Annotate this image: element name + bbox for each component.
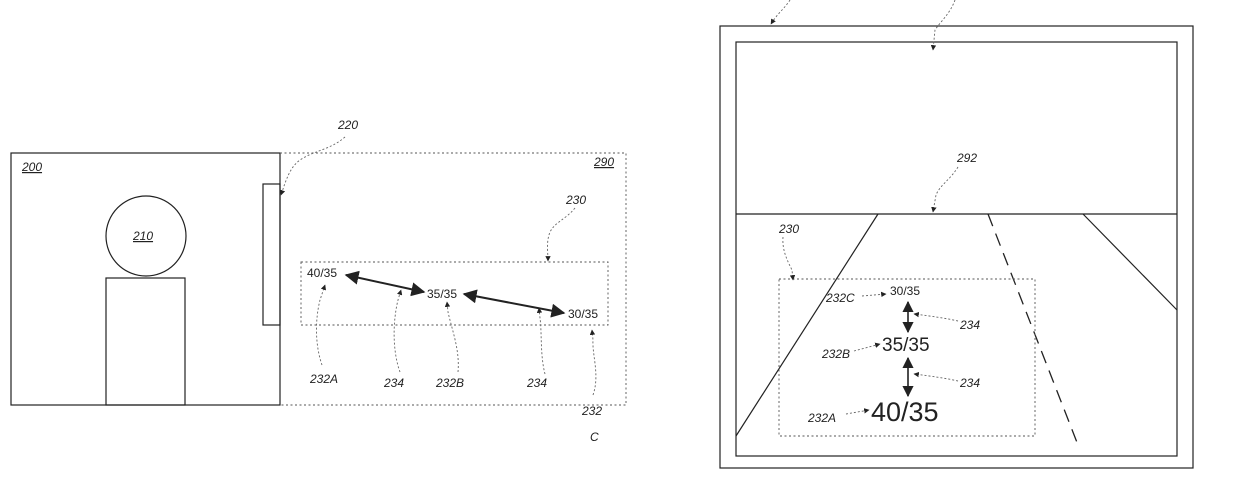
- label-connector-upper: 234: [959, 318, 980, 332]
- label-vehicle: 200: [21, 160, 42, 174]
- road-edge-left: [735, 213, 879, 437]
- driver-body: [105, 277, 186, 406]
- driver-head: [105, 195, 187, 277]
- leader-234-lower: [913, 371, 959, 382]
- leader-232c-right: [861, 291, 887, 298]
- label-item-c-line2: C: [590, 430, 599, 444]
- windshield: [262, 183, 281, 326]
- label-connector-2: 234: [526, 376, 547, 390]
- label-item-a-right: 232A: [807, 411, 836, 425]
- leader-230-right: [782, 236, 796, 281]
- label-item-a: 232A: [309, 372, 338, 386]
- value-c-right: 30/35: [890, 284, 920, 298]
- label-item-c-right: 232C: [825, 291, 855, 305]
- leader-232b-right: [853, 342, 881, 352]
- lane-divider: [987, 213, 1079, 446]
- leader-top-left: [770, 0, 791, 25]
- value-b: 35/35: [427, 287, 457, 301]
- leader-232a-right: [845, 408, 870, 415]
- value-a-right: 40/35: [871, 397, 939, 427]
- right-figure: 292 230 232C 30/35 234 232B 35/35 234 23…: [719, 0, 1194, 469]
- label-connector-lower: 234: [959, 376, 980, 390]
- label-driver: 210: [132, 229, 153, 243]
- left-figure: 200 210 220 290 230 40/35 35/35 30/35 23…: [10, 118, 627, 444]
- leader-234-upper: [913, 311, 959, 322]
- label-item-b: 232B: [435, 376, 464, 390]
- vehicle-box: [10, 152, 281, 406]
- connector-arrow-2: [462, 289, 566, 318]
- view-area: [735, 41, 1178, 457]
- leader-230: [545, 207, 576, 262]
- label-connector-1: 234: [383, 376, 404, 390]
- hud-region-right: [778, 278, 1036, 437]
- connector-arrow-1: [344, 270, 426, 297]
- outside-region: [280, 152, 627, 406]
- leader-top-mid: [930, 0, 956, 51]
- leader-220: [279, 136, 346, 196]
- hud-region: [300, 261, 609, 326]
- value-c: 30/35: [568, 307, 598, 321]
- label-outside: 290: [593, 155, 614, 169]
- leader-292: [931, 166, 959, 213]
- leader-232b: [444, 301, 459, 373]
- value-b-right: 35/35: [882, 335, 930, 356]
- label-horizon: 292: [956, 151, 977, 165]
- label-hud-region: 230: [565, 193, 586, 207]
- road-edge-right: [1082, 213, 1178, 311]
- label-item-b-right: 232B: [821, 347, 850, 361]
- label-hud-region-right: 230: [778, 222, 799, 236]
- leader-232a: [316, 284, 327, 366]
- value-a: 40/35: [307, 266, 337, 280]
- label-windshield: 220: [337, 118, 358, 132]
- display-frame: [719, 25, 1194, 469]
- leader-234-1: [393, 289, 403, 373]
- leader-234-2: [536, 307, 546, 375]
- label-item-c-line1: 232: [581, 404, 602, 418]
- leader-232c: [589, 329, 597, 396]
